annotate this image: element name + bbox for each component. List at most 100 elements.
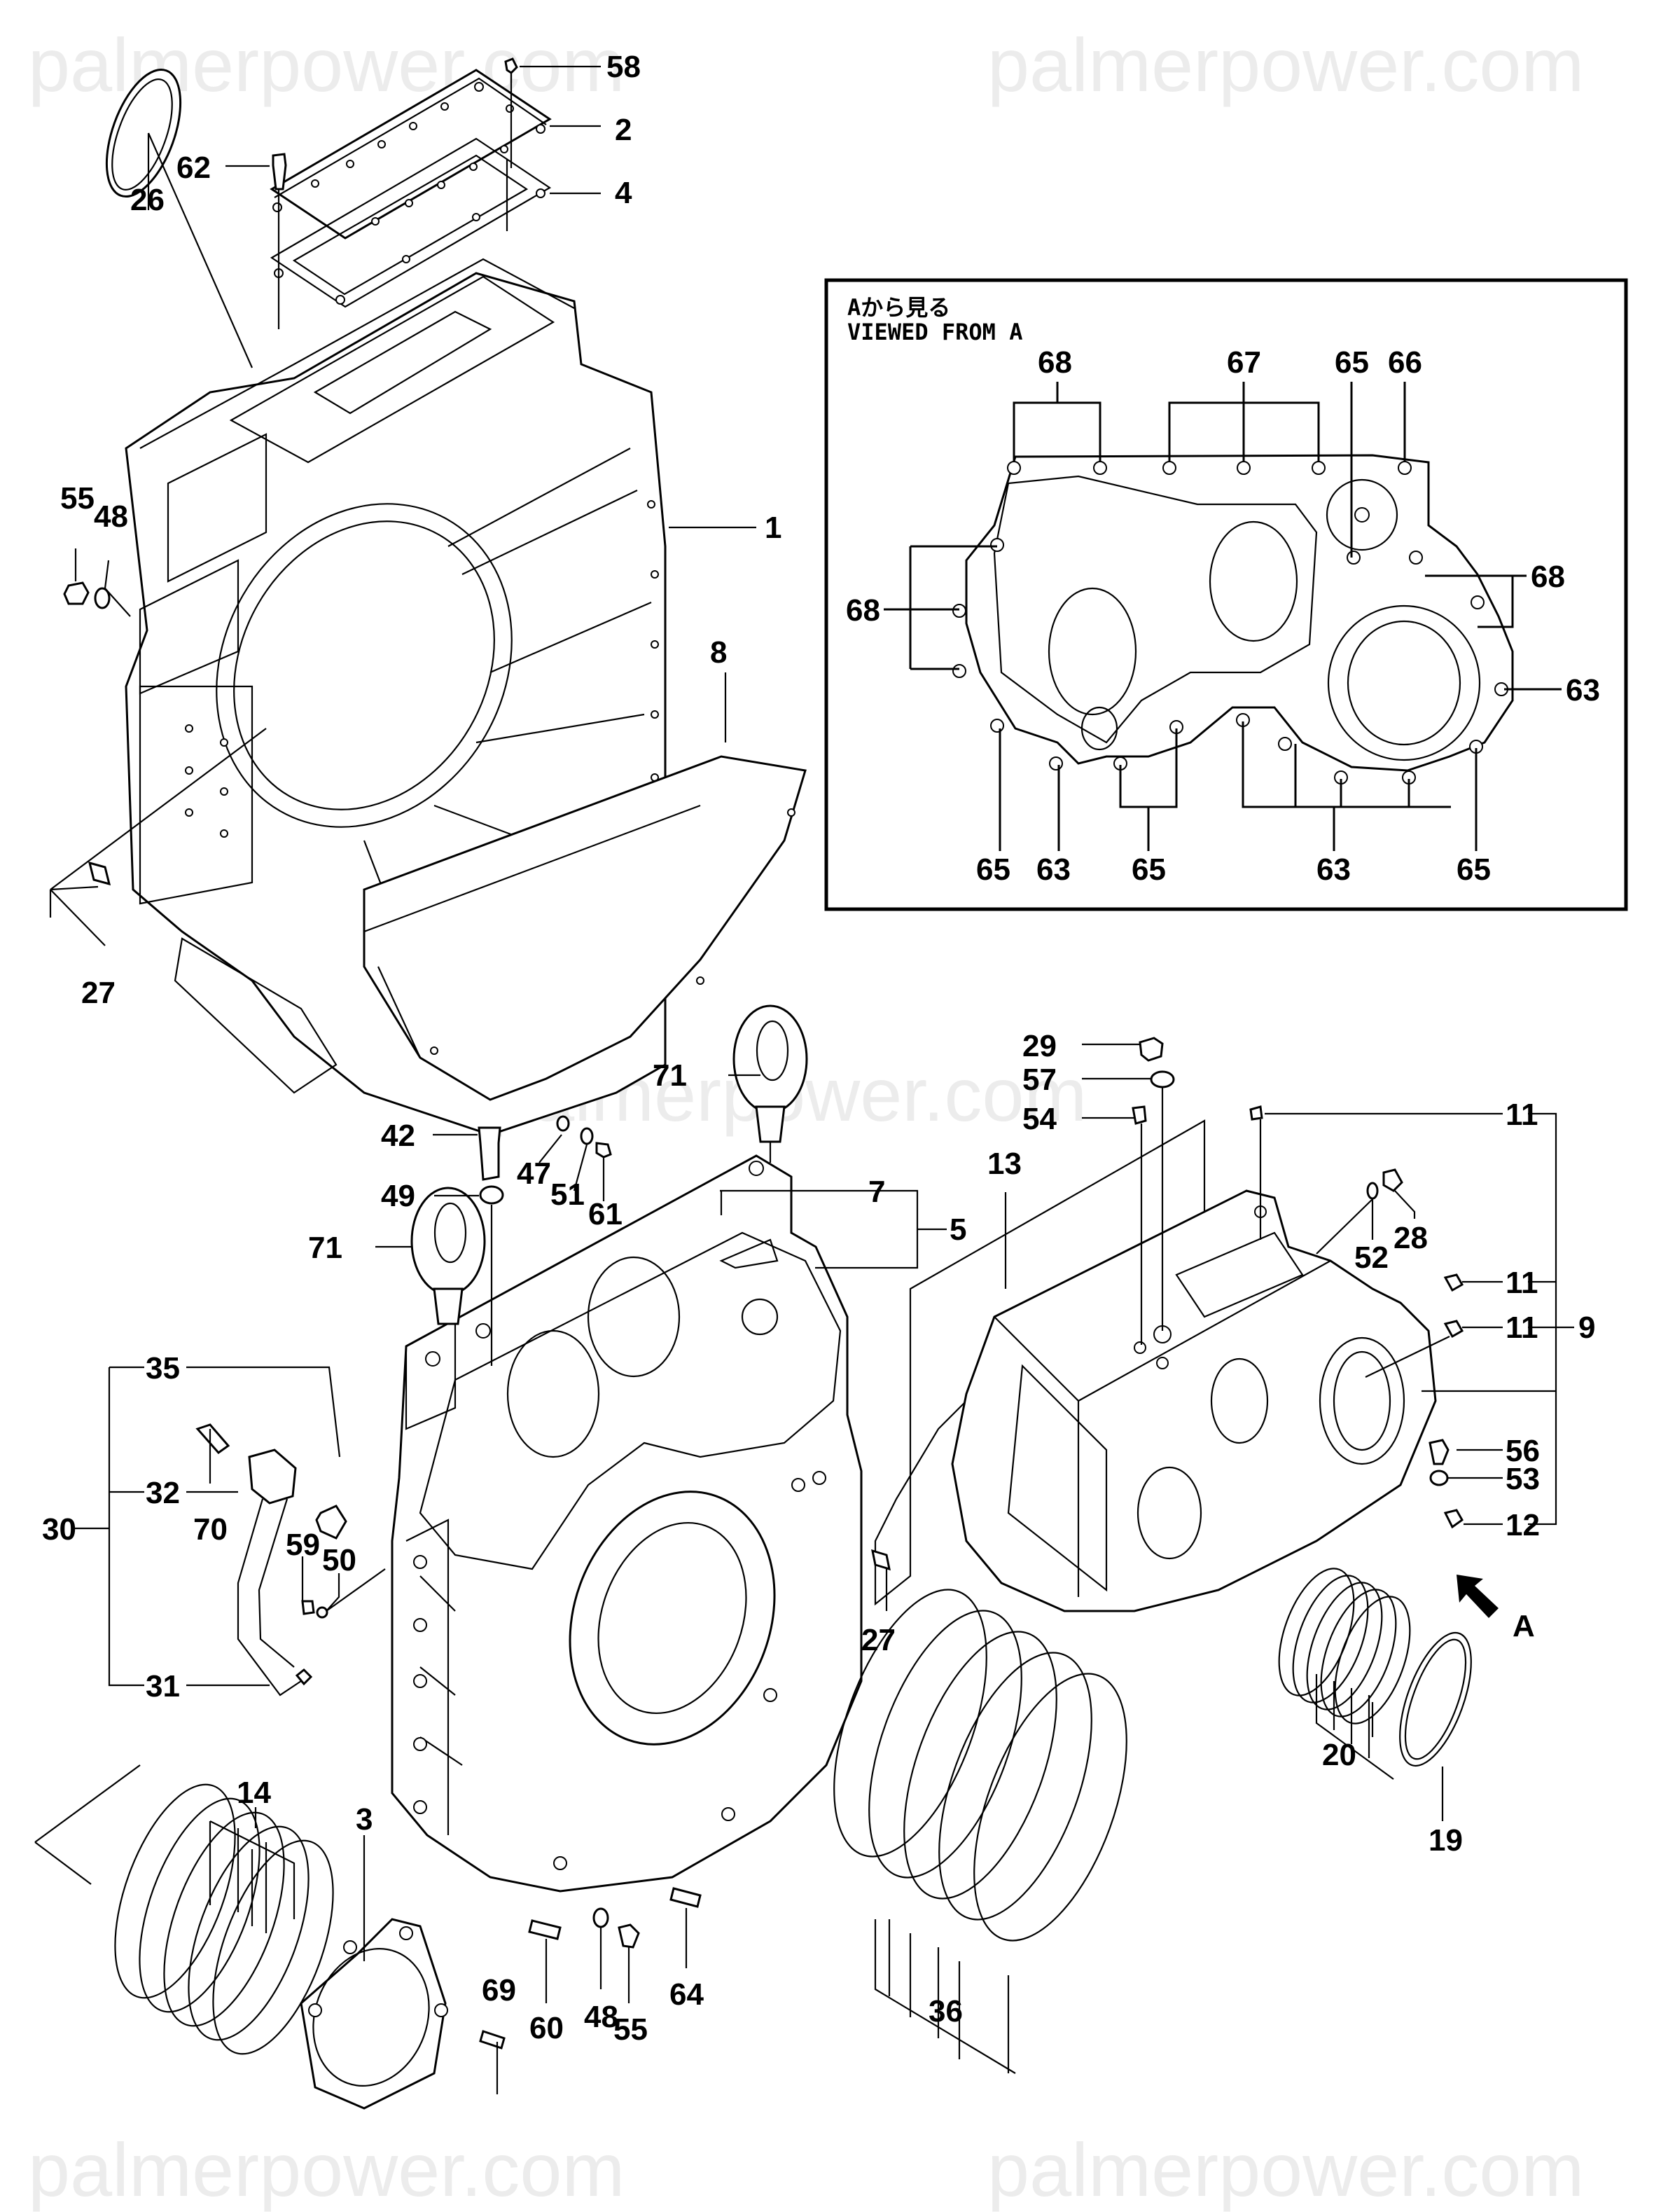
plug-55-top bbox=[63, 581, 90, 605]
view-arrow-a-icon bbox=[1457, 1575, 1499, 1618]
callout-53: 53 bbox=[1506, 1462, 1540, 1496]
callout-61: 61 bbox=[588, 1197, 623, 1231]
plug-11-mid bbox=[1443, 1273, 1464, 1292]
bolt-69 bbox=[479, 2030, 506, 2049]
callout-27-top: 27 bbox=[81, 976, 116, 1010]
gasket-4 bbox=[270, 137, 552, 308]
callout-1: 1 bbox=[765, 511, 781, 545]
callout-52: 52 bbox=[1354, 1240, 1389, 1275]
seal-rings-14 bbox=[114, 1783, 334, 2055]
inset-callout-66: 66 bbox=[1388, 345, 1422, 380]
callout-3: 3 bbox=[356, 1802, 373, 1837]
callout-71-left: 71 bbox=[308, 1231, 342, 1265]
inset-callout-63-bl: 63 bbox=[1036, 852, 1071, 887]
callout-57: 57 bbox=[1022, 1063, 1057, 1097]
callout-69: 69 bbox=[482, 1973, 516, 2007]
inset-callout-65-bc: 65 bbox=[1132, 852, 1166, 887]
callout-64: 64 bbox=[669, 1977, 704, 2012]
inset-viewed-from-a: Aから見る VIEWED FROM A bbox=[824, 278, 1628, 911]
callout-48-top: 48 bbox=[94, 499, 128, 534]
callout-50: 50 bbox=[322, 1543, 356, 1577]
callout-2: 2 bbox=[615, 113, 632, 147]
callout-42: 42 bbox=[381, 1119, 415, 1153]
inset-callout-68-top: 68 bbox=[1038, 345, 1072, 380]
cover-8 bbox=[363, 755, 807, 1101]
callout-56: 56 bbox=[1506, 1434, 1540, 1468]
o-ring-57 bbox=[1150, 1070, 1175, 1088]
bolt-62 bbox=[272, 153, 287, 191]
leader-lines bbox=[34, 65, 1574, 2094]
callout-54: 54 bbox=[1022, 1102, 1057, 1136]
callout-71-top: 71 bbox=[653, 1058, 687, 1093]
callout-47: 47 bbox=[517, 1156, 551, 1191]
plug-11-low bbox=[1443, 1320, 1464, 1339]
callout-11-top: 11 bbox=[1506, 1098, 1538, 1132]
callout-51: 51 bbox=[550, 1177, 585, 1212]
washer-47 bbox=[556, 1115, 570, 1132]
callout-55-bottom: 55 bbox=[613, 2012, 648, 2047]
o-ring-53 bbox=[1429, 1470, 1449, 1486]
callout-27-right: 27 bbox=[861, 1623, 896, 1657]
gear-case-5 bbox=[391, 1154, 863, 1893]
washer-48-bottom bbox=[592, 1907, 609, 1928]
eyebolt-71-top bbox=[732, 1004, 808, 1143]
inset-callout-63-bc: 63 bbox=[1316, 852, 1351, 887]
callout-62: 62 bbox=[176, 151, 211, 185]
o-ring-49 bbox=[479, 1185, 504, 1205]
seal-rings-36 bbox=[833, 1589, 1127, 1942]
inset-title-jp: Aから見る bbox=[847, 294, 950, 321]
inset-title-en: VIEWED FROM A bbox=[847, 319, 1022, 345]
cover-plate-3 bbox=[300, 1918, 448, 2110]
plug-28 bbox=[1382, 1168, 1403, 1192]
eyebolt-71-left bbox=[410, 1187, 486, 1325]
bolt-60 bbox=[528, 1919, 562, 1940]
plug-11-top bbox=[1249, 1105, 1263, 1121]
callout-35: 35 bbox=[146, 1351, 180, 1385]
watermark-top-right: palmerpower.com bbox=[987, 22, 1584, 107]
top-cover-plate-2 bbox=[270, 69, 552, 240]
view-arrow-label: A bbox=[1513, 1609, 1535, 1643]
callout-4: 4 bbox=[615, 176, 632, 210]
callout-36: 36 bbox=[929, 1994, 963, 2028]
callout-29: 29 bbox=[1022, 1029, 1057, 1063]
washer-48-top bbox=[94, 587, 111, 609]
callout-28: 28 bbox=[1393, 1221, 1428, 1255]
inset-callout-65-bl: 65 bbox=[976, 852, 1010, 887]
oil-pipe-assembly-30 bbox=[195, 1423, 347, 1696]
bolt-64 bbox=[669, 1887, 702, 1908]
callout-55-top: 55 bbox=[60, 481, 95, 516]
callout-49: 49 bbox=[381, 1179, 415, 1213]
washer-51 bbox=[580, 1127, 594, 1145]
callout-26: 26 bbox=[130, 183, 165, 217]
callout-11-mid: 11 bbox=[1506, 1266, 1538, 1300]
callout-58: 58 bbox=[606, 50, 641, 84]
callout-48-bottom: 48 bbox=[584, 2000, 618, 2034]
callout-60: 60 bbox=[529, 2011, 564, 2045]
callout-11-low: 11 bbox=[1506, 1311, 1538, 1345]
callout-59: 59 bbox=[286, 1528, 320, 1562]
plug-55-bottom bbox=[618, 1923, 640, 1949]
callout-9: 9 bbox=[1578, 1311, 1595, 1345]
seal-ring-19 bbox=[1399, 1631, 1472, 1767]
inset-callout-68-left: 68 bbox=[846, 593, 880, 628]
pin-27-top bbox=[88, 861, 111, 886]
callout-5: 5 bbox=[950, 1212, 966, 1247]
pin-27-right bbox=[871, 1549, 891, 1571]
inset-callout-68-right: 68 bbox=[1531, 560, 1565, 594]
callout-30: 30 bbox=[42, 1512, 76, 1547]
callout-19: 19 bbox=[1429, 1823, 1463, 1858]
o-ring-52 bbox=[1366, 1182, 1379, 1200]
plug-54 bbox=[1132, 1105, 1147, 1125]
callout-7: 7 bbox=[868, 1175, 885, 1209]
inset-callout-67: 67 bbox=[1227, 345, 1261, 380]
inset-callout-65-br: 65 bbox=[1457, 852, 1491, 887]
callout-70: 70 bbox=[193, 1512, 228, 1547]
seal-rings-20 bbox=[1278, 1568, 1411, 1724]
transmission-case-9 bbox=[951, 1189, 1437, 1612]
callout-14: 14 bbox=[237, 1776, 271, 1810]
callout-32: 32 bbox=[146, 1476, 180, 1510]
callout-13: 13 bbox=[987, 1147, 1022, 1181]
callout-31: 31 bbox=[146, 1669, 180, 1703]
bolt-61 bbox=[595, 1142, 612, 1159]
